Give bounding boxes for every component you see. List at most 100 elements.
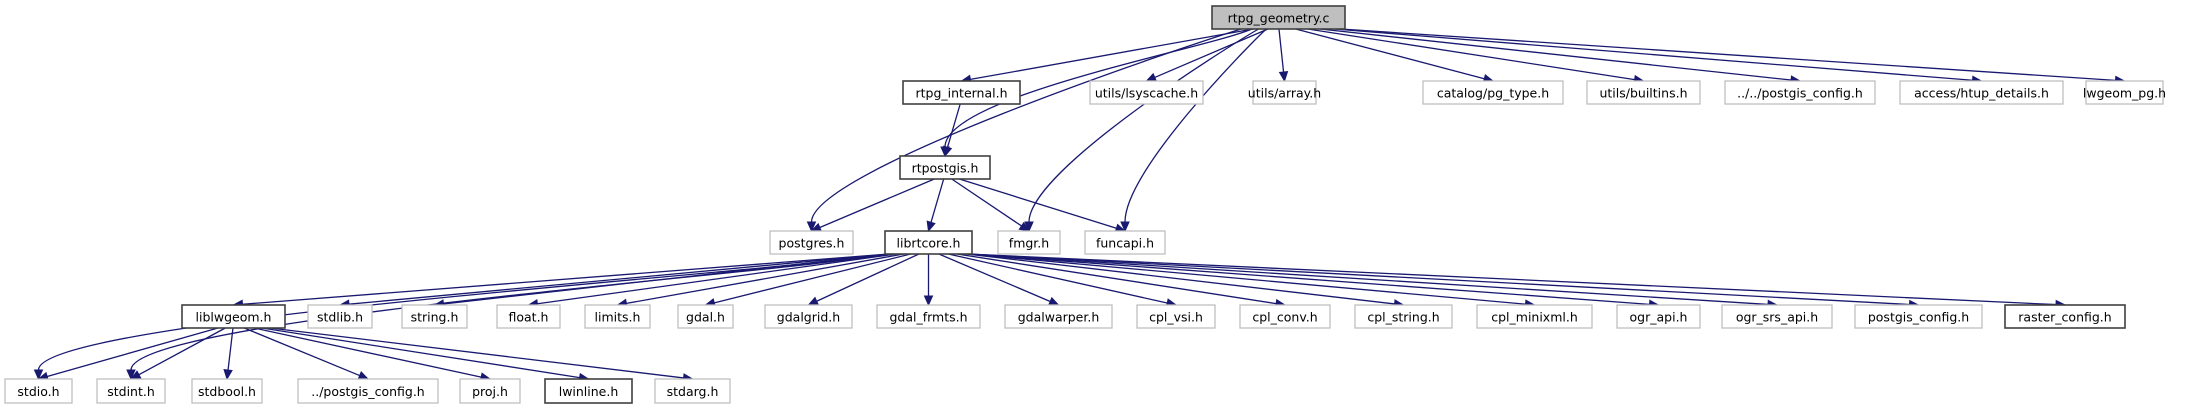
node-label: lwinline.h	[559, 384, 619, 399]
node-label: gdalwarper.h	[1018, 310, 1100, 325]
edge-line	[138, 327, 226, 376]
node-label: gdalgrid.h	[777, 310, 840, 325]
node-label: rtpostgis.h	[912, 161, 979, 176]
node-box	[1899, 80, 2064, 105]
node-string: string.h	[401, 304, 468, 329]
edge-line	[537, 253, 897, 305]
node-label: funcapi.h	[1096, 236, 1154, 251]
edge-librtcore-to-gdal_frmts	[923, 254, 934, 307]
node-label: ogr_srs_api.h	[1736, 310, 1818, 325]
node-box	[1211, 5, 1346, 30]
edge-rtpostgis-to-fmgr	[951, 178, 1031, 232]
edge-line	[938, 253, 1051, 303]
edge-root-to-funcapi	[1120, 28, 1267, 233]
edge-line	[959, 178, 1117, 229]
node-label: utils/array.h	[1248, 86, 1321, 101]
node-box	[544, 378, 633, 404]
node-stdbool: stdbool.h	[191, 378, 263, 404]
arrowhead-icon	[357, 370, 370, 380]
edge-root-to-lwgeom_pg	[1340, 28, 2126, 86]
node-box	[764, 304, 853, 329]
edge-line	[244, 327, 360, 377]
edge-liblwgeom-to-proj	[253, 327, 492, 382]
node-liblwgeom[interactable]: liblwgeom.h	[181, 304, 286, 329]
node-cpl-string: cpl_string.h	[1354, 304, 1453, 329]
node-box	[677, 304, 734, 329]
node-fmgr: fmgr.h	[997, 230, 1061, 255]
edge-line	[714, 253, 911, 304]
node-builtins: utils/builtins.h	[1586, 80, 1701, 105]
node-label: cpl_string.h	[1367, 310, 1439, 325]
edge-line	[810, 28, 1242, 223]
node-label: gdal_frmts.h	[889, 310, 967, 325]
node-gdal: gdal.h	[677, 304, 734, 329]
node-stdint: stdint.h	[96, 378, 166, 404]
edge-line	[967, 253, 1650, 305]
node-box	[496, 304, 561, 329]
edge-root-to-rtpg_internal	[960, 28, 1254, 85]
node-stdio: stdio.h	[4, 378, 73, 404]
edge-liblwgeom-to-stdint	[129, 327, 226, 380]
edge-line	[970, 28, 1254, 81]
edge-rtpostgis-to-librtcore	[926, 178, 945, 233]
edge-liblwgeom-to-stdbool	[223, 327, 234, 381]
edge-line	[261, 327, 580, 379]
node-float: float.h	[496, 304, 561, 329]
edge-line	[967, 253, 2057, 306]
node-label: liblwgeom.h	[196, 310, 272, 325]
arrowhead-icon	[1278, 71, 1289, 83]
arrowhead-icon	[943, 145, 953, 158]
node-box	[459, 378, 521, 404]
edge-librtcore-to-ogr_srs_api	[967, 253, 1779, 310]
node-librtcore[interactable]: librtcore.h	[884, 230, 973, 255]
node-label: utils/lsyscache.h	[1095, 86, 1198, 101]
nodes-layer: rtpg_geometry.c rtpg_internal.h utils/lsys…	[4, 5, 2166, 404]
edge-line	[270, 327, 684, 379]
node-rtpostgis[interactable]: rtpostgis.h	[899, 155, 991, 180]
node-pg-type: catalog/pg_type.h	[1422, 80, 1564, 105]
node-box	[1136, 304, 1216, 329]
arrowhead-icon	[807, 296, 820, 306]
node-box	[1239, 304, 1331, 329]
node-rtpg-internal[interactable]: rtpg_internal.h	[902, 80, 1021, 105]
edge-librtcore-to-postgis_config	[967, 253, 1920, 310]
node-label: gdal.h	[686, 310, 725, 325]
arrowhead-icon	[126, 369, 136, 381]
edge-line	[1307, 28, 1635, 81]
edge-line	[816, 253, 920, 302]
edge-root-to-pgconf2	[1320, 28, 1802, 85]
edge-librtcore-to-stdint	[126, 253, 890, 381]
edge-root-to-postgres	[806, 28, 1242, 233]
edge-line	[242, 253, 890, 305]
edge-line	[819, 178, 935, 229]
node-box	[584, 304, 651, 329]
edge-librtcore-to-gdalwarper	[938, 253, 1060, 306]
node-lwinline[interactable]: lwinline.h	[544, 378, 633, 404]
arrowhead-icon	[1145, 72, 1158, 82]
edge-line	[967, 253, 1526, 305]
node-box	[654, 378, 731, 404]
node-label: ../../postgis_config.h	[1737, 86, 1863, 101]
edge-root-to-builtins	[1307, 28, 1645, 85]
node-box	[1422, 80, 1564, 105]
edge-rtpostgis-to-postgres	[810, 178, 935, 232]
node-htup: access/htup_details.h	[1899, 80, 2064, 105]
node-box	[1616, 304, 1701, 329]
edge-line	[967, 253, 1910, 306]
edge-line	[1295, 28, 1485, 80]
node-raster-config[interactable]: raster_config.h	[2004, 304, 2126, 329]
node-label: rtpg_geometry.c	[1228, 11, 1330, 26]
node-box	[297, 378, 439, 404]
node-postgres: postgres.h	[769, 230, 854, 255]
node-label: cpl_vsi.h	[1149, 310, 1203, 325]
edge-line	[967, 253, 1769, 306]
arrowhead-icon	[1024, 221, 1034, 233]
node-limits: limits.h	[584, 304, 651, 329]
node-label: catalog/pg_type.h	[1437, 86, 1549, 101]
node-box	[191, 378, 263, 404]
edge-line	[948, 253, 1168, 304]
node-label: proj.h	[472, 384, 508, 399]
node-label: string.h	[411, 310, 459, 325]
node-ogr-api: ogr_api.h	[1616, 304, 1701, 329]
